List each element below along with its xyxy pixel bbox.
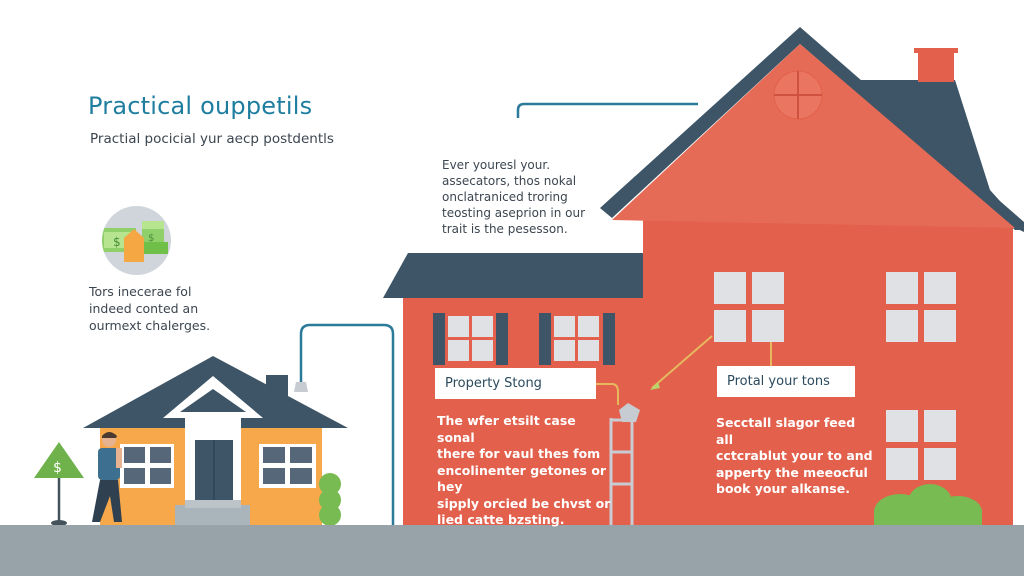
svg-text:$: $ <box>148 233 154 244</box>
lamp-icon <box>619 403 640 422</box>
callout-label-protal: Protal your tons <box>717 366 855 397</box>
callout-text-property: The wfer etsilt case sonal there for vau… <box>437 413 611 527</box>
connector-line-top <box>516 102 698 118</box>
small-house-icon <box>83 356 348 525</box>
money-house-icon: $ $ <box>102 206 171 275</box>
ladder-icon <box>609 418 634 525</box>
shrub-icon <box>874 484 982 530</box>
connector-line-left <box>299 323 395 525</box>
dollar-sign-icon: $ <box>34 442 84 526</box>
middle-note: Ever youresl your. assecators, thos noka… <box>442 158 586 236</box>
ground <box>0 525 1024 576</box>
callout-text-protal: Secctall slagor feed all cctcrablut your… <box>716 415 873 496</box>
person-icon <box>92 432 122 522</box>
left-description: Tors inecerae fol indeed conted an ourme… <box>89 284 211 333</box>
page-subtitle: Practial pocicial yur aecp postdentls <box>90 131 334 147</box>
svg-text:$: $ <box>53 460 62 476</box>
svg-text:$: $ <box>113 235 121 249</box>
page-title: Practical ouppetils <box>88 92 313 120</box>
callout-label-property: Property Stong <box>435 368 596 399</box>
